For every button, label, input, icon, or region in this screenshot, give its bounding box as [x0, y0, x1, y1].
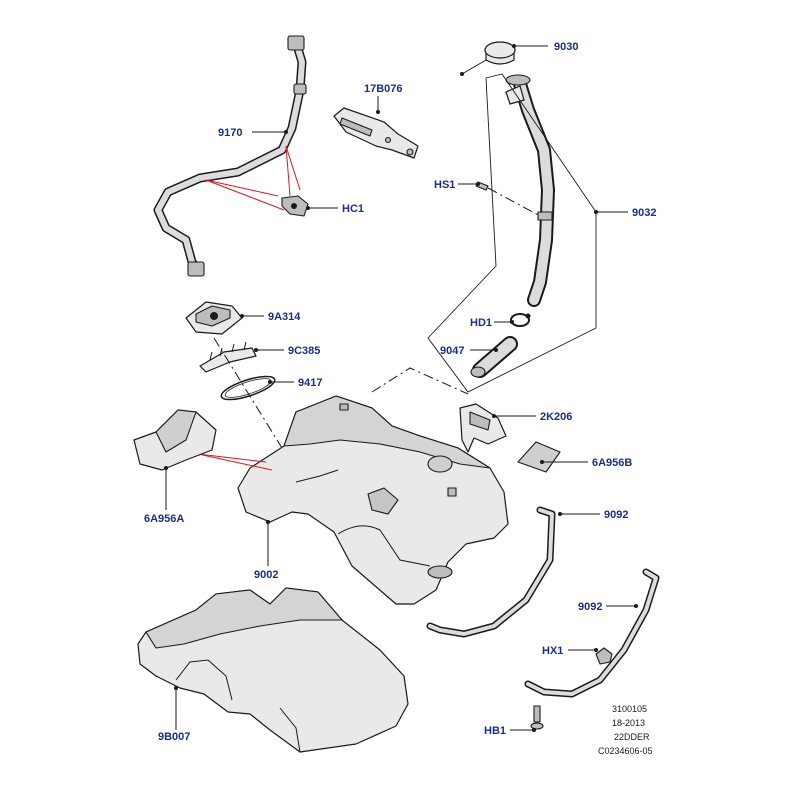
callout-hd1: HD1: [470, 317, 492, 329]
fuel-tank-9002: [237, 395, 509, 605]
callout-17b076: 17B076: [364, 83, 403, 95]
callout-9c385: 9C385: [288, 345, 320, 357]
callout-9092-upper: 9092: [604, 509, 628, 521]
callout-6a956b: 6A956B: [592, 457, 632, 469]
nut-hx1: [595, 647, 613, 665]
heat-shield-6a956a: [133, 409, 217, 471]
vapour-hose-9170: [153, 35, 307, 277]
callout-hb1: HB1: [484, 725, 506, 737]
centre-line: [487, 187, 541, 217]
callout-9417: 9417: [298, 377, 322, 389]
red-indicator-line: [285, 145, 301, 191]
filler-cap-9030: [460, 41, 516, 76]
reference-line-4: C0234606-05: [598, 746, 653, 756]
callout-9047: 9047: [440, 345, 464, 357]
leader-dots: [164, 44, 638, 732]
reference-line-2: 18-2013: [612, 718, 645, 728]
red-indicator-line: [285, 145, 291, 197]
callout-9002: 9002: [254, 569, 278, 581]
callout-9030: 9030: [554, 41, 578, 53]
filler-neck-9032: [505, 74, 555, 307]
reference-line-3: 22DDER: [614, 732, 650, 742]
seal-9417: [220, 375, 276, 401]
bolt-hb1: [530, 705, 544, 730]
hose-clip-hc1: [281, 195, 309, 217]
pad-6a956b: [517, 441, 561, 473]
reference-line-1: 3100105: [612, 704, 647, 714]
group-outline-9032: [427, 73, 597, 393]
callout-9170: 9170: [218, 127, 242, 139]
underbody-shield-9b007: [137, 587, 409, 753]
callout-hc1: HC1: [342, 203, 364, 215]
leader-lines: [165, 45, 636, 731]
tank-strap-9092-a: [426, 506, 556, 638]
callout-9a314: 9A314: [268, 311, 301, 323]
tank-strap-9092-b: [524, 568, 660, 698]
callout-2k206: 2K206: [540, 411, 572, 423]
red-indicator-line: [205, 179, 279, 197]
red-indicator-line: [197, 453, 267, 463]
callout-6a956a: 6A956A: [144, 513, 184, 525]
locking-ring-9c385: [199, 341, 257, 373]
bracket-17b076: [333, 107, 419, 159]
fuel-pump-module-9a314: [185, 301, 243, 335]
filler-hose-9047: [470, 336, 518, 378]
hose-clamp-hd1: [510, 313, 531, 327]
callout-9b007: 9B007: [158, 731, 190, 743]
callout-9032: 9032: [632, 207, 656, 219]
centre-line: [371, 367, 469, 395]
bracket-2k206: [459, 403, 507, 453]
red-indicator-line: [205, 179, 285, 211]
callout-hs1: HS1: [434, 179, 455, 191]
callout-9092-lower: 9092: [578, 601, 602, 613]
red-indicator-line: [197, 453, 273, 471]
callout-hx1: HX1: [542, 645, 563, 657]
centre-line: [213, 337, 283, 449]
